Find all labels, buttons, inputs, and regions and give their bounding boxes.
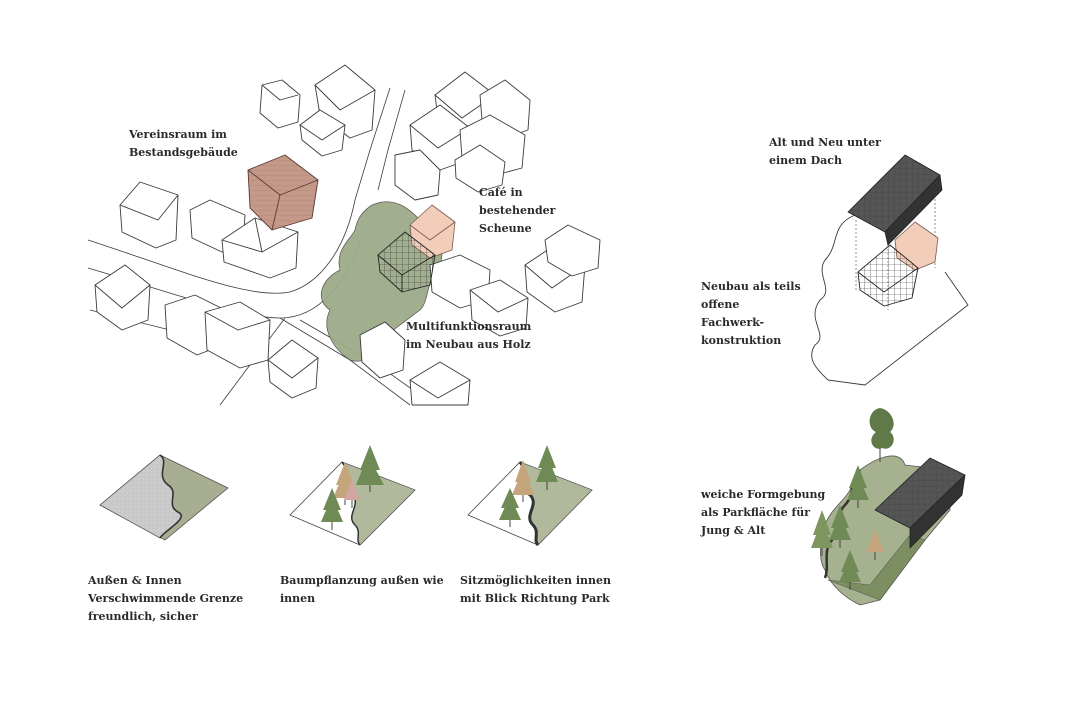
- label-baum: Baumpflanzung außen wie innen: [280, 574, 444, 605]
- tree-icon: [356, 445, 384, 492]
- formgebung-diagram: [811, 408, 966, 606]
- sitz-diagram: [467, 445, 593, 547]
- vereinsraum-building: [247, 154, 319, 231]
- tree-icon: [829, 505, 851, 548]
- tree-icon: [811, 510, 833, 556]
- alt-neu-diagram: [811, 154, 969, 386]
- tree-icon: [499, 488, 521, 527]
- label-vereinsraum: Vereinsraum im Bestandsgebäude: [129, 128, 238, 159]
- street-edge-a: [87, 87, 391, 294]
- baum-diagram: [289, 445, 416, 546]
- tree-icon: [321, 488, 343, 530]
- label-cafe: Café in bestehender Scheune: [479, 186, 556, 235]
- tree-icon: [536, 445, 558, 490]
- label-formgebung: weiche Formgebung als Parkfläche für Jun…: [701, 488, 826, 537]
- grenze-diagram: [99, 454, 229, 541]
- label-neubau: Neubau als teils offene Fachwerk- konstr…: [701, 280, 801, 347]
- label-sitz: Sitzmöglichkeiten innen mit Blick Richtu…: [460, 574, 612, 605]
- tree-icon: [866, 530, 884, 560]
- label-alt-neu: Alt und Neu unter einem Dach: [769, 136, 881, 167]
- tree-icon: [512, 460, 534, 502]
- label-multifunktion: Multifunktionsraum im Neubau aus Holz: [406, 320, 532, 351]
- tree-icon: [869, 408, 894, 462]
- street-edge-c: [377, 89, 406, 191]
- label-grenze: Außen & Innen Verschwimmende Grenze freu…: [88, 574, 244, 623]
- tree-icon: [839, 550, 861, 590]
- houses: [94, 64, 601, 406]
- multifunktion-building: [377, 231, 436, 293]
- tree-icon: [847, 465, 869, 508]
- tree-icon: [344, 480, 360, 508]
